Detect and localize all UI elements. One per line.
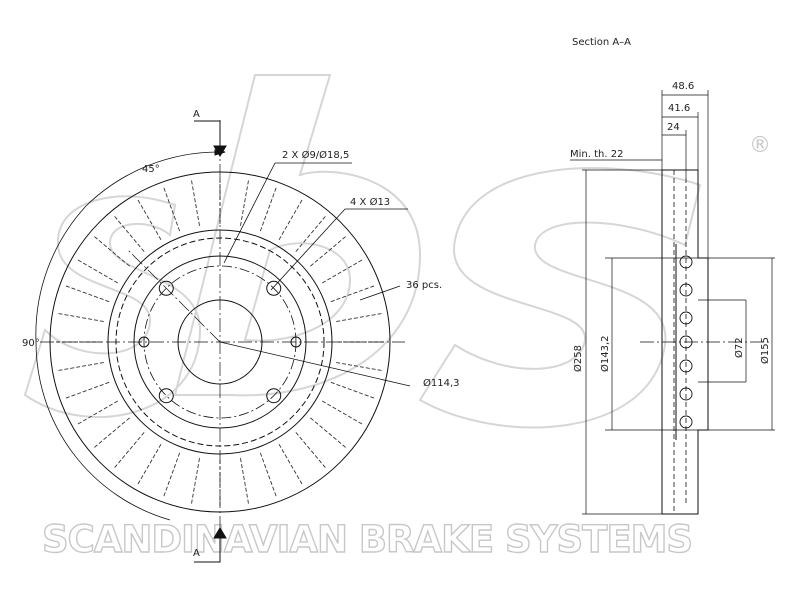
vent-hole [679, 359, 693, 373]
bolt-hole-leader [270, 208, 346, 291]
vane [191, 180, 200, 226]
vane [259, 187, 277, 232]
vent-hole [679, 387, 693, 401]
pcd-label: Ø114,3 [423, 377, 460, 389]
section-view [570, 90, 775, 515]
dim-outer-diameter: Ø258 [572, 345, 584, 372]
vane [310, 417, 346, 448]
vane [295, 216, 326, 252]
section-label-bottom: A [193, 548, 200, 559]
vane [163, 187, 181, 232]
watermark-letter-b [173, 74, 422, 397]
vane [77, 400, 119, 425]
section-title: Section A–A [572, 37, 631, 48]
section-label-top: A [193, 109, 200, 120]
dim-min-thickness: Min. th. 22 [570, 149, 623, 160]
bolt-holes-label: 4 X Ø13 [350, 196, 390, 208]
vane [240, 458, 249, 504]
mounting-hole [266, 388, 282, 404]
angle-45-arc [85, 151, 221, 207]
vane [240, 180, 249, 226]
vane [114, 216, 145, 252]
sbs-logo-watermark [23, 74, 702, 429]
vent-hole [679, 283, 693, 297]
section-marker-top-line [194, 120, 221, 150]
vane [336, 362, 382, 371]
vent-holes [679, 255, 693, 429]
small-holes-label: 2 X Ø9/Ø18,5 [282, 149, 349, 161]
mounting-hole [158, 388, 174, 404]
dim-hat-diameter: Ø155 [759, 337, 771, 364]
vane [137, 443, 162, 485]
vane [65, 285, 110, 303]
vane [114, 432, 145, 468]
vane [295, 432, 326, 468]
vane [191, 458, 200, 504]
dim-bore-diameter: Ø72 [733, 337, 745, 358]
vane [278, 199, 303, 241]
watermark-letter-s1 [23, 195, 202, 418]
angle-lower-arc [35, 341, 171, 521]
registered-mark: ® [749, 133, 771, 158]
vane [278, 443, 303, 485]
dim-inner-diameter: Ø143,2 [599, 336, 611, 373]
section-marker-bottom-line [194, 535, 221, 563]
vent-hole [679, 255, 693, 269]
vane [137, 199, 162, 241]
pcd-leader-line [219, 341, 411, 387]
angle-45-label: 45° [142, 164, 160, 175]
angle-90-label: 90° [22, 338, 40, 349]
vane [58, 362, 104, 371]
dim-overall-height: 48.6 [672, 81, 694, 92]
watermark-letter-s2 [418, 167, 702, 429]
mounting-hole [158, 280, 174, 296]
vane [330, 381, 375, 399]
angle-arrow-top [214, 149, 226, 156]
diagonal-center-line [127, 249, 221, 343]
vane [163, 452, 181, 497]
vent-hole [679, 311, 693, 325]
mounting-hole [266, 280, 282, 296]
vanes-label: 36 pcs. [406, 280, 442, 291]
vane [336, 313, 382, 322]
small-hole-leader [223, 162, 276, 264]
dim-disc-thickness: 24 [667, 122, 680, 133]
vane [321, 259, 363, 284]
angle-90-arc [35, 205, 87, 343]
vane [94, 236, 130, 267]
vane [94, 417, 130, 448]
vane [321, 400, 363, 425]
vane [330, 285, 375, 303]
watermark-text: SCANDINAVIAN BRAKE SYSTEMS [42, 518, 692, 561]
vane [310, 236, 346, 267]
dim-hat-depth: 41.6 [668, 103, 690, 114]
section-arrow-bottom [213, 527, 227, 539]
vane [58, 313, 104, 322]
vanes-leader [359, 285, 401, 301]
vane [259, 452, 277, 497]
front-view [35, 120, 411, 563]
vane [65, 381, 110, 399]
vane [77, 259, 119, 284]
vent-hole [679, 415, 693, 429]
